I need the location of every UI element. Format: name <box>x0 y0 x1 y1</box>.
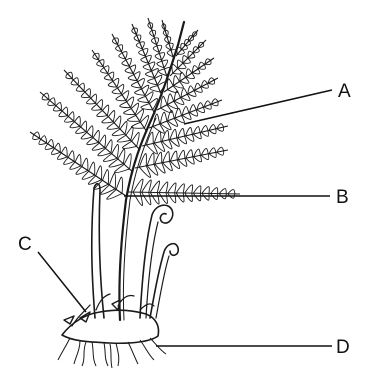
pinna-lobe <box>99 60 104 67</box>
pinna-lobe <box>124 154 131 169</box>
pinna-lobe <box>193 186 201 194</box>
pinna-lobe <box>176 184 184 193</box>
leader-line-a <box>184 90 332 124</box>
pinna-lobe <box>146 92 154 103</box>
fiddlehead-left <box>92 184 104 318</box>
pinna-vein <box>128 192 240 194</box>
pinna-lobe <box>139 153 146 167</box>
root-strand <box>128 342 138 364</box>
pinna-lobe <box>211 188 218 194</box>
pinna-lobe <box>142 192 151 205</box>
pinna-lobe <box>159 193 167 204</box>
leader-line-c <box>38 252 86 312</box>
pinna-lobe <box>70 162 81 169</box>
pinna-lobe <box>176 193 184 202</box>
root-strand <box>74 340 80 364</box>
pinna-lobe <box>159 182 168 193</box>
pinna-lobe <box>132 132 139 146</box>
pinna-lobe <box>185 193 193 202</box>
root-strand <box>58 338 70 360</box>
pinna-lobe <box>202 187 209 194</box>
pinna-lobe <box>185 185 193 193</box>
root-strand <box>116 343 119 366</box>
fiddlehead-right <box>150 244 178 318</box>
root-strand <box>104 343 108 366</box>
pinna-lobe <box>33 135 40 140</box>
root-strand <box>110 344 112 368</box>
pinna-vein <box>142 126 228 146</box>
pinna-lobe <box>155 152 162 164</box>
pinna-lobe <box>199 65 206 70</box>
root-strand <box>92 342 96 366</box>
pinna-lobe <box>107 190 122 200</box>
label-a: A <box>338 81 351 102</box>
pinna-lobe <box>150 192 159 204</box>
pinna-lobe <box>219 189 226 194</box>
pinna-lobe <box>150 181 159 193</box>
pinna-lobe <box>133 179 143 192</box>
pinna-vein <box>112 34 155 114</box>
pinna-vein <box>40 92 133 172</box>
pinna-lobe <box>147 153 154 166</box>
pinna-lobe <box>131 103 138 114</box>
pinna-lobe <box>68 112 74 121</box>
pinna-lobe <box>133 192 142 205</box>
label-d: D <box>336 337 350 358</box>
rhizome <box>62 310 159 343</box>
root-strand <box>140 340 154 360</box>
pinna-lobe <box>168 193 176 203</box>
label-b: B <box>336 187 349 208</box>
pinna-lobe <box>168 183 176 193</box>
root-strand <box>82 342 86 366</box>
pinna-lobe <box>193 193 200 201</box>
label-c: C <box>18 234 32 255</box>
pinna-vein <box>92 50 147 132</box>
